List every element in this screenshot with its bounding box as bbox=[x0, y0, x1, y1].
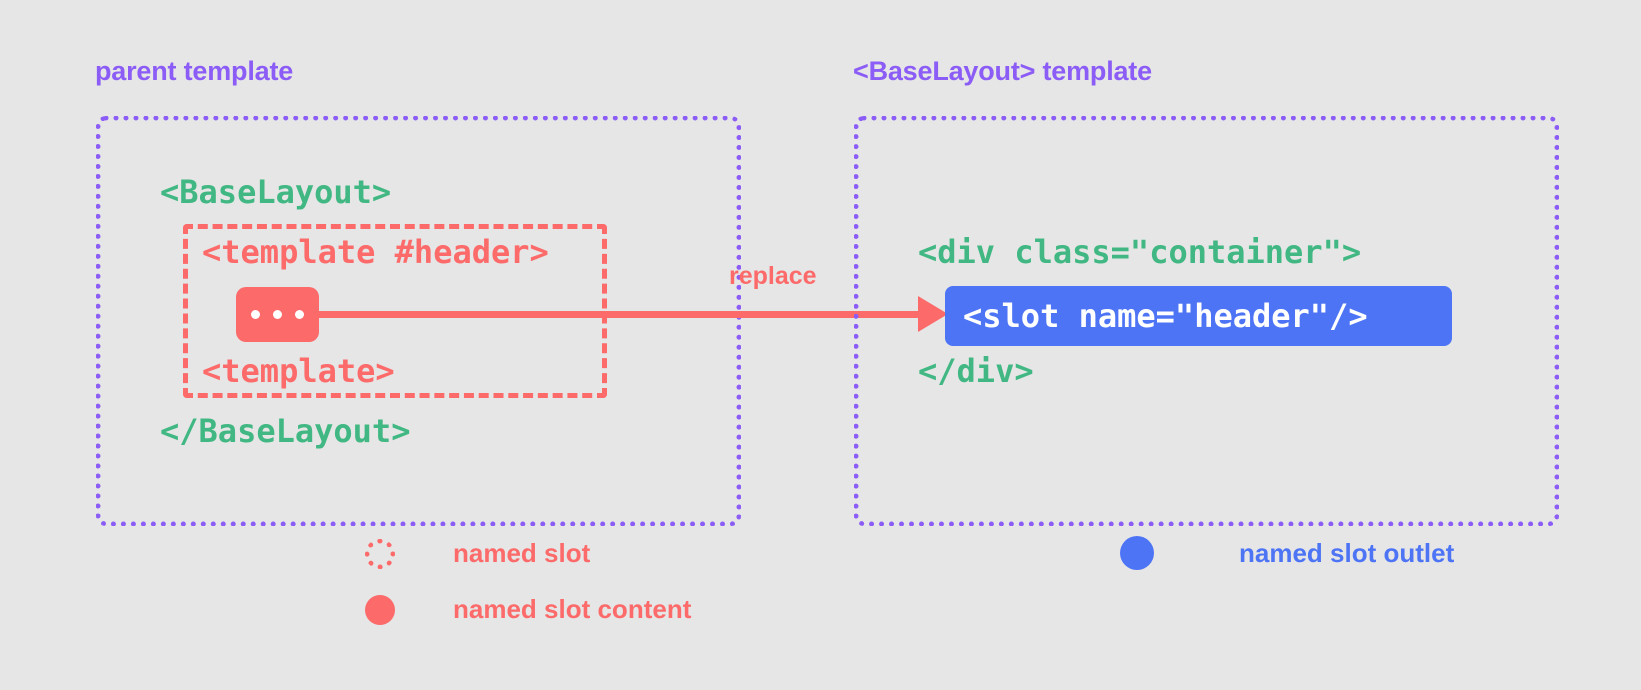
code-slot-outlet-tag: <slot name="header"/> bbox=[963, 297, 1368, 335]
legend-item-named-slot-content: named slot content bbox=[365, 594, 691, 625]
parent-template-title: parent template bbox=[95, 56, 294, 86]
dotted-circle-icon bbox=[365, 538, 395, 569]
base-template-panel bbox=[854, 116, 1559, 526]
code-baselayout-close-tag: </BaseLayout> bbox=[160, 412, 411, 450]
legend-label-named-slot-content: named slot content bbox=[453, 594, 692, 624]
named-slot-outlet-box: <slot name="header"/> bbox=[945, 286, 1452, 346]
legend-item-named-slot: named slot bbox=[365, 538, 590, 569]
code-template-close-tag: <template> bbox=[202, 352, 395, 390]
parent-template-panel bbox=[96, 116, 741, 526]
base-template-title: <BaseLayout> template bbox=[853, 56, 1152, 86]
badge-dot-3 bbox=[295, 310, 304, 319]
replace-arrow-head-icon bbox=[918, 296, 948, 332]
filled-circle-icon bbox=[365, 594, 395, 625]
blue-circle-icon bbox=[1120, 536, 1154, 570]
legend-label-named-slot-outlet: named slot outlet bbox=[1239, 537, 1455, 568]
code-div-close-tag: </div> bbox=[918, 352, 1034, 390]
named-slot-content-badge bbox=[236, 287, 319, 342]
legend-item-named-slot-outlet: named slot outlet bbox=[1120, 536, 1454, 570]
replace-arrow-label: replace bbox=[729, 262, 817, 290]
legend-label-named-slot: named slot bbox=[453, 538, 591, 568]
code-template-header-open-tag: <template #header> bbox=[202, 233, 549, 271]
badge-dot-1 bbox=[251, 310, 260, 319]
badge-dot-2 bbox=[273, 310, 282, 319]
replace-arrow-line bbox=[318, 311, 938, 318]
code-baselayout-open-tag: <BaseLayout> bbox=[160, 173, 392, 211]
code-div-open-tag: <div class="container"> bbox=[918, 233, 1362, 271]
